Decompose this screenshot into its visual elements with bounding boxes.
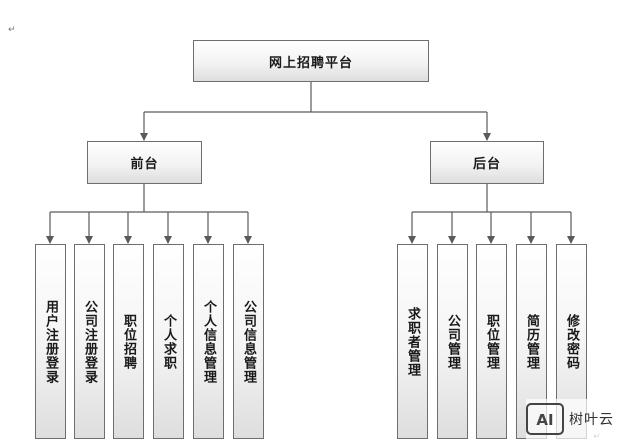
leaf-node: 个人求职 (153, 244, 184, 439)
watermark: AI 树叶云 (526, 399, 624, 439)
leaf-node-label: 公司管理 (445, 313, 460, 370)
leaf-node-label: 个人信息管理 (201, 299, 216, 384)
branch-node-backend: 后台 (430, 141, 544, 184)
leaf-node-label: 公司信息管理 (241, 299, 256, 384)
leaf-node-label: 职位招聘 (121, 313, 136, 370)
ai-logo-icon: AI (526, 403, 564, 435)
leaf-node-label: 修改密码 (564, 313, 579, 370)
leaf-node: 公司注册登录 (74, 244, 105, 439)
branch-node-frontend: 前台 (87, 141, 202, 184)
leaf-node: 用户注册登录 (35, 244, 66, 439)
root-node: 网上招聘平台 (193, 40, 429, 82)
leaf-node: 个人信息管理 (193, 244, 224, 439)
leaf-node: 职位管理 (476, 244, 507, 439)
leaf-node-label: 职位管理 (484, 313, 499, 370)
leaf-node-label: 个人求职 (161, 313, 176, 370)
leaf-node-label: 用户注册登录 (43, 299, 58, 384)
branch-node-label: 后台 (472, 157, 501, 172)
leaf-node-label: 求职者管理 (405, 306, 420, 377)
leaf-node: 公司管理 (437, 244, 468, 439)
root-node-label: 网上招聘平台 (268, 55, 353, 71)
leaf-node-label: 简历管理 (524, 313, 539, 370)
leaf-node-label: 公司注册登录 (82, 299, 97, 384)
watermark-text: 树叶云 (569, 412, 614, 428)
paragraph-mark-icon: ↵ (8, 25, 16, 35)
leaf-node: 求职者管理 (397, 244, 428, 439)
branch-node-label: 前台 (130, 157, 159, 172)
ai-logo-text: AI (536, 411, 553, 429)
leaf-node: 公司信息管理 (233, 244, 264, 439)
leaf-node: 职位招聘 (113, 244, 144, 439)
